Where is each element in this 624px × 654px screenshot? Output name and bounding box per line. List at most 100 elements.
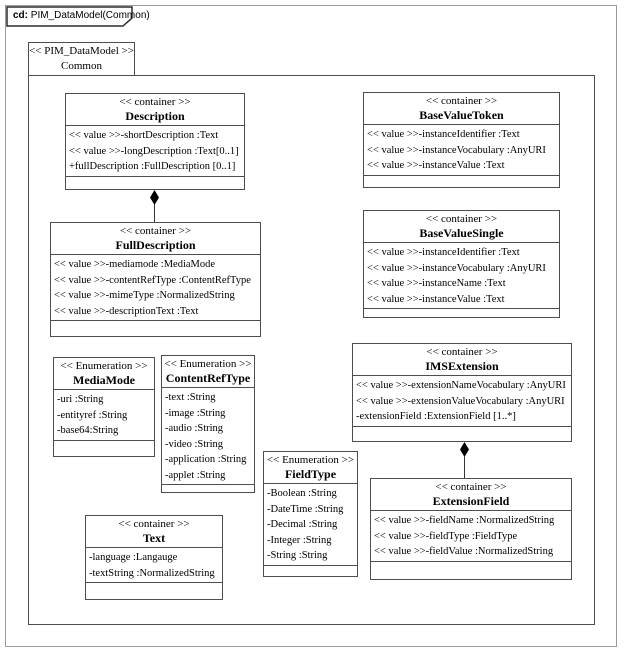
class-fulldescription-header: << container >> FullDescription: [51, 223, 260, 255]
composition-line-description-fulldescription[interactable]: [154, 204, 155, 223]
class-basevaluesingle-attributes: << value >>-instanceIdentifier :Text << v…: [364, 243, 559, 309]
attribute-line: -language :Langauge: [89, 552, 178, 563]
attribute-line: -Integer :String: [267, 534, 332, 546]
class-imsextension-operations-empty: [353, 427, 571, 442]
attribute-line: -image :String: [165, 407, 226, 419]
class-stereotype: << Enumeration >>: [266, 454, 355, 466]
diagram-outer-border: [5, 5, 617, 647]
class-fieldtype-header: << Enumeration >> FieldType: [264, 452, 357, 484]
class-imsextension-header: << container >> IMSExtension: [353, 344, 571, 376]
class-contentreftype-header: << Enumeration >> ContentRefType: [162, 356, 254, 388]
attribute-line: +fullDescription :FullDescription [0..1]: [69, 161, 236, 172]
attribute-line: -audio :String: [165, 423, 224, 434]
diagram-tab-shape: [6, 6, 133, 27]
class-text-attributes: -language :Langauge -textString :Normaliz…: [86, 548, 222, 583]
class-description-operations-empty: [66, 177, 244, 190]
attribute-line: << value >>-instanceVocabulary :AnyURI: [367, 144, 546, 156]
class-stereotype: << container >>: [119, 225, 192, 237]
composition-diamond-imsextension[interactable]: [460, 442, 469, 457]
class-extensionfield-operations-empty: [371, 562, 571, 580]
class-stereotype: << Enumeration >>: [164, 358, 252, 370]
class-basevaluesingle[interactable]: << container >> BaseValueSingle << value…: [363, 210, 560, 318]
class-contentreftype-attributes: -text :String -image :String -audio :Strin…: [162, 388, 254, 485]
class-mediamode-operations-empty: [54, 441, 154, 457]
attribute-line: << value >>-longDescription :Text[0..1]: [69, 145, 239, 157]
composition-diamond-description[interactable]: [150, 190, 159, 205]
class-basevaluesingle-operations-empty: [364, 309, 559, 317]
diagram-tab-label: cd: PIM_DataModel(Common): [13, 10, 150, 21]
attribute-line: -textString :NormalizedString: [89, 567, 215, 579]
attribute-line: << value >>-shortDescription :Text: [69, 130, 219, 141]
class-fieldtype-operations-empty: [264, 566, 357, 577]
class-mediamode-header: << Enumeration >> MediaMode: [54, 358, 154, 390]
class-name: ContentRefType: [165, 371, 251, 385]
class-extensionfield[interactable]: << container >> ExtensionField << value …: [370, 478, 572, 580]
class-description-header: << container >> Description: [66, 94, 244, 126]
class-basevaluetoken-operations-empty: [364, 176, 559, 188]
class-fulldescription-attributes: << value >>-mediamode :MediaMode << value…: [51, 255, 260, 321]
composition-line-imsextension-extensionfield[interactable]: [464, 456, 465, 478]
attribute-line: << value >>-mediamode :MediaMode: [54, 259, 216, 270]
attribute-line: << value >>-descriptionText :Text: [54, 305, 199, 317]
attribute-line: -entityref :String: [57, 409, 128, 421]
model-frame: [28, 75, 595, 625]
class-name: ExtensionField: [432, 494, 510, 508]
class-contentreftype-operations-empty: [162, 485, 254, 492]
attribute-line: << value >>-instanceValue :Text: [367, 293, 505, 305]
attribute-line: << value >>-instanceIdentifier :Text: [367, 247, 520, 258]
attribute-line: -text :String: [165, 392, 216, 403]
attribute-line: -base64:String: [57, 425, 119, 436]
attribute-line: -Boolean :String: [267, 488, 337, 499]
class-description-attributes: << value >>-shortDescription :Text << val…: [66, 126, 244, 177]
class-name: MediaMode: [73, 373, 135, 387]
class-basevaluetoken-attributes: << value >>-instanceIdentifier :Text << v…: [364, 125, 559, 176]
class-text[interactable]: << container >> Text -language :Langauge…: [85, 515, 223, 600]
class-stereotype: << container >>: [425, 95, 498, 107]
class-name: Description: [125, 109, 185, 123]
class-description[interactable]: << container >> Description << value >>-…: [65, 93, 245, 190]
class-fulldescription-operations-empty: [51, 321, 260, 336]
class-basevaluetoken[interactable]: << container >> BaseValueToken << value …: [363, 92, 560, 188]
class-extensionfield-header: << container >> ExtensionField: [371, 479, 571, 511]
attribute-line: << value >>-fieldType :FieldType: [374, 530, 518, 542]
class-contentreftype[interactable]: << Enumeration >> ContentRefType -text :…: [161, 355, 255, 493]
attribute-line: -Decimal :String: [267, 519, 338, 530]
class-name: FullDescription: [115, 238, 196, 252]
attribute-line: << value >>-instanceVocabulary :AnyURI: [367, 262, 546, 274]
attribute-line: << value >>-extensionNameVocabulary :Any…: [356, 380, 566, 391]
frame-stereotype: << PIM_DataModel >>: [29, 45, 134, 57]
class-imsextension[interactable]: << container >> IMSExtension << value >>…: [352, 343, 572, 442]
class-stereotype: << container >>: [426, 346, 498, 358]
frame-name: Common: [61, 60, 102, 72]
diagram-tab-title: PIM_DataModel(Common): [28, 10, 150, 21]
class-text-header: << container >> Text: [86, 516, 222, 548]
attribute-line: -extensionField :ExtensionField [1..*]: [356, 411, 516, 422]
class-stereotype: << container >>: [119, 96, 191, 108]
attribute-line: << value >>-instanceName :Text: [367, 278, 506, 289]
attribute-line: << value >>-mimeType :NormalizedString: [54, 290, 235, 301]
class-fulldescription[interactable]: << container >> FullDescription << value…: [50, 222, 261, 337]
class-text-operations-empty: [86, 583, 222, 599]
class-name: BaseValueSingle: [419, 226, 504, 240]
attribute-line: -application :String: [165, 454, 247, 465]
attribute-line: -String :String: [267, 550, 328, 561]
class-name: Text: [142, 531, 166, 545]
class-name: FieldType: [284, 467, 337, 481]
attribute-line: << value >>-fieldValue :NormalizedString: [374, 546, 554, 557]
attribute-line: << value >>-fieldName :NormalizedString: [374, 515, 555, 526]
attribute-line: -uri :String: [57, 394, 104, 405]
class-fieldtype[interactable]: << Enumeration >> FieldType -Boolean :St…: [263, 451, 358, 577]
class-stereotype: << container >>: [425, 213, 498, 225]
diagram-tab-prefix: cd:: [13, 10, 28, 21]
attribute-line: << value >>-instanceValue :Text: [367, 160, 505, 171]
class-imsextension-attributes: << value >>-extensionNameVocabulary :Any…: [353, 376, 571, 427]
class-fieldtype-attributes: -Boolean :String-DateTime :String-Decima…: [264, 484, 357, 566]
class-extensionfield-attributes: << value >>-fieldName :NormalizedString <…: [371, 511, 571, 562]
model-frame-title[interactable]: << PIM_DataModel >> Common: [28, 42, 135, 76]
class-mediamode[interactable]: << Enumeration >> MediaMode -uri :String…: [53, 357, 155, 457]
class-basevaluetoken-header: << container >> BaseValueToken: [364, 93, 559, 125]
attribute-line: -video :String: [165, 438, 224, 450]
attribute-line: << value >>-instanceIdentifier :Text: [367, 129, 520, 140]
attribute-line: << value >>-contentRefType :ContentRefTy…: [54, 274, 251, 286]
